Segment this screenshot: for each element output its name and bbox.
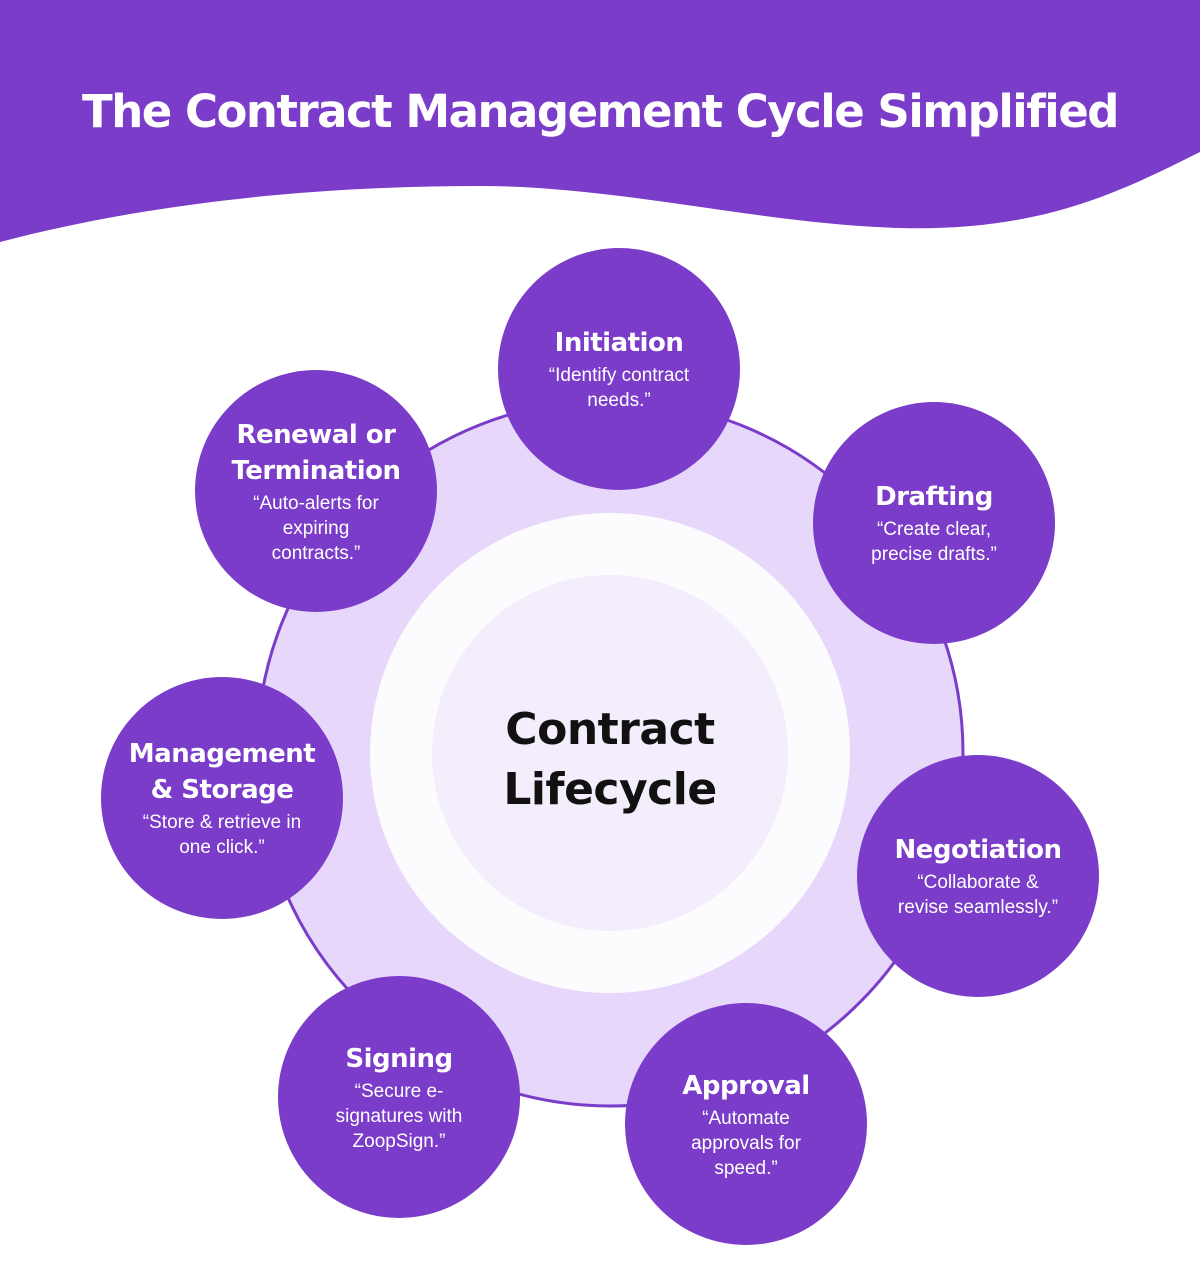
stage-description-line: “Create clear, bbox=[876, 519, 992, 540]
stage-drafting: Drafting “Create clear, precise drafts.” bbox=[813, 402, 1055, 644]
stage-title-line: & Storage bbox=[150, 775, 294, 805]
stage-description-line: revise seamlessly.” bbox=[897, 897, 1059, 918]
inner-core-circle bbox=[432, 575, 788, 931]
stage-description: “Store & retrieve in one click.” bbox=[143, 810, 301, 860]
page-title: The Contract Management Cycle Simplified bbox=[82, 85, 1119, 138]
stage-management-storage: Management & Storage “Store & retrieve i… bbox=[101, 677, 343, 919]
stage-description: “Automate approvals for speed.” bbox=[691, 1106, 801, 1181]
stage-description-line: “Identify contract bbox=[548, 365, 690, 386]
stage-description: “Secure e- signatures with ZoopSign.” bbox=[336, 1079, 463, 1154]
stage-title-line: Management bbox=[128, 739, 316, 769]
stage-title: Negotiation bbox=[895, 832, 1062, 868]
stage-negotiation: Negotiation “Collaborate & revise seamle… bbox=[857, 755, 1099, 997]
stage-title-line: Signing bbox=[345, 1043, 453, 1074]
stage-renewal-termination: Renewal or Termination “Auto-alerts for … bbox=[195, 370, 437, 612]
stage-description-line: “Auto-alerts for bbox=[253, 492, 379, 514]
stage-title-line: Initiation bbox=[554, 328, 684, 358]
stage-description-line: contracts.” bbox=[271, 542, 361, 564]
stage-description: “Collaborate & revise seamlessly.” bbox=[898, 870, 1058, 920]
stage-approval: Approval “Automate approvals for speed.” bbox=[625, 1003, 867, 1245]
center-label-line2: Lifecycle bbox=[503, 764, 717, 815]
stage-description-line: “Collaborate & bbox=[917, 872, 1039, 893]
stage-description: “Create clear, precise drafts.” bbox=[871, 517, 997, 567]
stage-description: “Identify contract needs.” bbox=[549, 363, 689, 413]
center-label: Contract Lifecycle bbox=[460, 700, 760, 820]
stage-title: Initiation bbox=[555, 325, 684, 361]
stage-description: “Auto-alerts for expiring contracts.” bbox=[253, 491, 379, 566]
stage-initiation: Initiation “Identify contract needs.” bbox=[498, 248, 740, 490]
stage-description-line: needs.” bbox=[587, 390, 651, 411]
center-label-line1: Contract bbox=[505, 704, 715, 755]
stage-description-line: “Automate bbox=[702, 1107, 790, 1129]
stage-title: Approval bbox=[682, 1068, 810, 1104]
stage-title-line: Renewal or bbox=[236, 419, 396, 450]
header-banner bbox=[0, 0, 1200, 242]
stage-title: Drafting bbox=[875, 479, 993, 515]
stage-description-line: “Store & retrieve in bbox=[142, 812, 302, 833]
stage-description-line: one click.” bbox=[179, 837, 265, 858]
stage-description-line: precise drafts.” bbox=[871, 544, 997, 565]
stage-title-line: Approval bbox=[682, 1070, 810, 1101]
stage-title-line: Negotiation bbox=[894, 835, 1062, 865]
stage-title: Renewal or Termination bbox=[231, 417, 401, 489]
stage-description-line: “Secure e- bbox=[354, 1080, 444, 1102]
stage-title: Management & Storage bbox=[128, 736, 316, 808]
header-wave-shape bbox=[0, 0, 1200, 242]
stage-signing: Signing “Secure e- signatures with ZoopS… bbox=[278, 976, 520, 1218]
stage-description-line: signatures with bbox=[335, 1105, 463, 1127]
stage-title-line: Drafting bbox=[875, 482, 993, 512]
stage-title: Signing bbox=[345, 1041, 453, 1077]
stage-title-line: Termination bbox=[231, 455, 401, 486]
stage-description-line: speed.” bbox=[714, 1157, 778, 1179]
stage-description-line: expiring bbox=[282, 517, 350, 539]
stage-description-line: approvals for bbox=[691, 1132, 801, 1154]
stage-description-line: ZoopSign.” bbox=[352, 1130, 446, 1152]
